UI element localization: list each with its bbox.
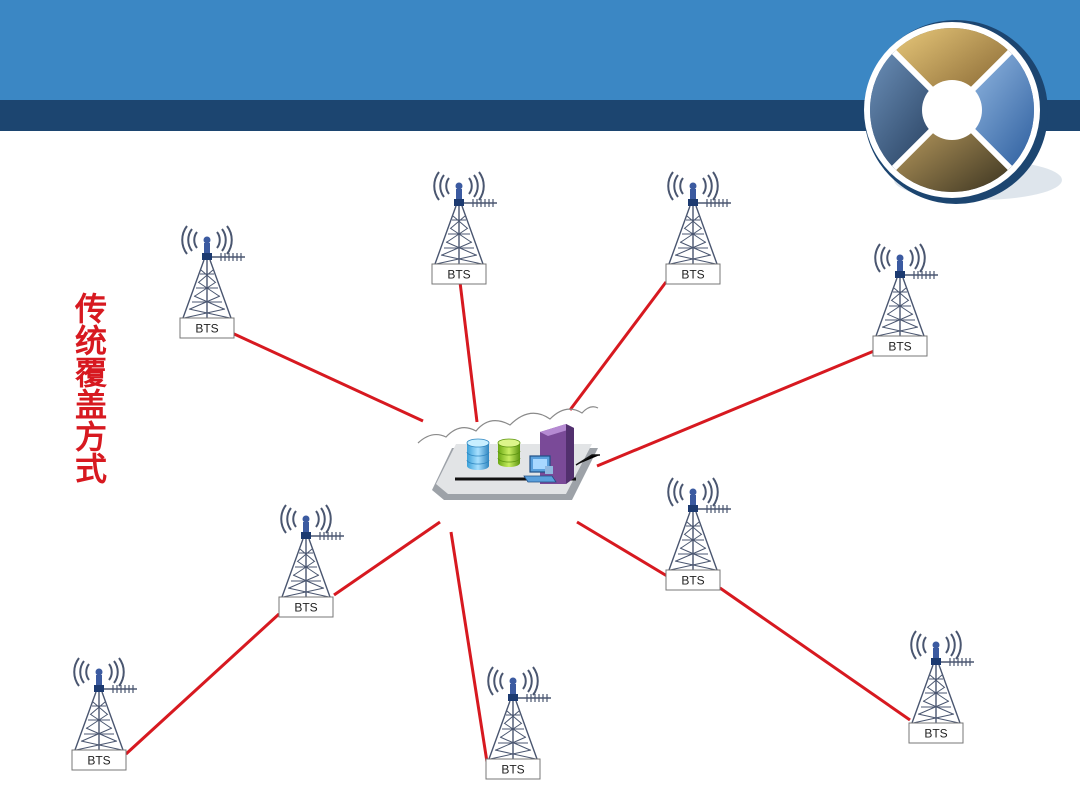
bts-label-box xyxy=(278,596,334,618)
link-hub-bts-7 xyxy=(449,531,489,763)
bts-label: BTS xyxy=(888,340,911,354)
bts-label-box xyxy=(431,263,487,285)
bts-tower-bts-5: BTS xyxy=(665,477,732,591)
bts-label-box xyxy=(179,317,235,339)
link-bts-6-bts-9 xyxy=(124,612,281,756)
antenna-tower-icon xyxy=(181,225,246,319)
bts-label: BTS xyxy=(294,601,317,615)
link-hub-bts-4 xyxy=(596,349,875,468)
bts-label-box xyxy=(665,569,721,591)
bts-label: BTS xyxy=(501,763,524,777)
bts-tower-bts-9: BTS xyxy=(71,657,138,771)
link-lines xyxy=(124,281,911,763)
slide-title: 传统覆盖方式 xyxy=(70,292,108,484)
antenna-tower-icon xyxy=(487,666,552,760)
logo-icon xyxy=(864,20,1062,204)
bts-tower-bts-8: BTS xyxy=(908,630,975,744)
bts-label-box xyxy=(908,722,964,744)
bts-label: BTS xyxy=(195,322,218,336)
antenna-tower-icon xyxy=(910,630,975,724)
bts-label: BTS xyxy=(447,268,470,282)
link-bts-5-bts-8 xyxy=(719,586,911,722)
bts-label: BTS xyxy=(924,727,947,741)
bts-tower-bts-1: BTS xyxy=(179,225,246,339)
bts-tower-bts-7: BTS xyxy=(485,666,552,780)
link-hub-bts-1 xyxy=(231,331,424,423)
bts-label: BTS xyxy=(681,574,704,588)
bts-label-box xyxy=(665,263,721,285)
bts-label-box xyxy=(71,749,127,771)
link-hub-bts-6 xyxy=(333,520,441,597)
antenna-tower-icon xyxy=(667,171,732,265)
bts-tower-bts-3: BTS xyxy=(665,171,732,285)
link-hub-bts-3 xyxy=(568,281,668,411)
bts-label: BTS xyxy=(87,754,110,768)
bts-label-box xyxy=(872,335,928,357)
link-hub-bts-5 xyxy=(576,520,668,578)
bts-label: BTS xyxy=(681,268,704,282)
antenna-tower-icon xyxy=(433,171,498,265)
bts-tower-bts-6: BTS xyxy=(278,504,345,618)
antenna-tower-icon xyxy=(667,477,732,571)
link-hub-bts-2 xyxy=(458,281,479,423)
core-network-hub-icon xyxy=(417,406,600,500)
antenna-tower-icon xyxy=(73,657,138,751)
bts-tower-bts-4: BTS xyxy=(872,243,939,357)
antenna-tower-icon xyxy=(280,504,345,598)
antenna-tower-icon xyxy=(874,243,939,337)
bts-tower-bts-2: BTS xyxy=(431,171,498,285)
bts-label-box xyxy=(485,758,541,780)
